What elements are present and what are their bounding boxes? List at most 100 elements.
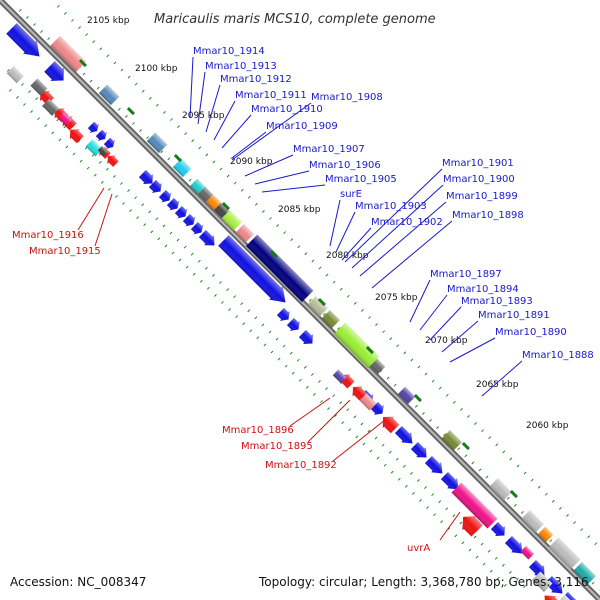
gene-forward	[440, 472, 459, 490]
gene-forward-shade	[174, 206, 188, 219]
gene-reverse	[58, 112, 72, 126]
gene-forward-shade	[190, 222, 204, 235]
leader-line	[231, 131, 267, 159]
gene-feature-shade	[538, 526, 554, 542]
gene-reverse-shade	[451, 482, 498, 529]
gene-label: Mmar10_1899	[446, 191, 518, 202]
gene-reverse	[107, 155, 119, 167]
leader-line	[429, 306, 462, 341]
gene-reverse	[6, 66, 24, 84]
kbp-tick	[461, 442, 470, 451]
gene-forward	[182, 214, 196, 227]
gene-label: Mmar10_1909	[266, 121, 338, 132]
gene-feature-shade	[235, 224, 254, 243]
gene-feature	[321, 310, 340, 329]
kbp-label: 2095 kbp	[182, 111, 225, 121]
gene-feature	[98, 84, 120, 106]
gene-reverse	[30, 78, 48, 96]
gene-forward	[218, 235, 286, 303]
kbp-tick	[173, 154, 182, 163]
kbp-tick	[221, 202, 230, 211]
gene-label: Mmar10_1906	[309, 160, 381, 171]
gene-feature-shade	[246, 234, 314, 302]
gene-feature	[521, 510, 544, 533]
gene-forward-shade	[286, 318, 300, 331]
gene-reverse	[382, 416, 400, 434]
gene-label: Mmar10_1891	[478, 310, 550, 321]
kbp-tick	[317, 298, 326, 307]
gene-forward-shade	[44, 61, 64, 81]
kbp-label: 2075 kbp	[375, 293, 418, 303]
gene-forward-shade	[490, 522, 505, 537]
gene-reverse	[42, 98, 60, 116]
gene-feature-shade	[198, 186, 214, 202]
gene-reverse-shade	[332, 369, 347, 384]
leader-line	[329, 199, 341, 247]
gene-reverse	[85, 139, 103, 157]
leader-line	[351, 184, 444, 269]
leader-line	[244, 154, 294, 177]
gene-forward-shade	[504, 536, 523, 554]
leader-line	[449, 337, 496, 363]
gene-feature	[246, 234, 314, 302]
gene-forward	[504, 536, 523, 554]
gene-label: Mmar10_1905	[325, 174, 397, 185]
leader-line	[261, 184, 326, 193]
gene-forward	[95, 129, 107, 141]
gene-forward-shade	[218, 235, 286, 303]
gene-reverse	[332, 369, 347, 384]
gene-reverse	[531, 571, 553, 593]
gene-forward	[298, 330, 313, 345]
gene-feature	[206, 194, 222, 210]
gene-feature	[307, 296, 328, 317]
gene-feature	[370, 358, 386, 374]
gene-forward-shade	[166, 198, 180, 211]
gene-reverse	[462, 516, 483, 537]
gene-reverse	[352, 386, 367, 401]
gene-feature-shade	[441, 430, 462, 451]
gene-feature	[489, 478, 512, 501]
gene-forward-shade	[6, 23, 40, 57]
gene-feature-shade	[548, 537, 581, 570]
kbp-tick	[78, 59, 87, 68]
gene-feature	[146, 132, 168, 154]
kbp-ticks	[78, 59, 518, 499]
gene-feature	[50, 35, 87, 72]
leader-line	[439, 511, 461, 541]
gene-forward-shade	[87, 121, 99, 133]
gene-feature-shade	[214, 202, 230, 218]
gene-feature-shade	[370, 358, 386, 374]
gene-label: Mmar10_1898	[452, 210, 524, 221]
gene-reverse	[359, 393, 377, 411]
gene-labels-reverse: Mmar10_1916 Mmar10_1915 Mmar10_1896 Mmar…	[12, 230, 430, 554]
kbp-tick	[126, 107, 135, 116]
gene-label: Mmar10_1910	[251, 104, 323, 115]
gene-forward-shade	[424, 456, 443, 474]
kbp-labels: 2105 kbp 2100 kbp 2095 kbp 2090 kbp 2085…	[87, 16, 569, 431]
gene-feature-shade	[190, 178, 206, 194]
leader-line	[213, 100, 236, 141]
kbp-label: 2060 kbp	[526, 421, 569, 431]
gene-label: Mmar10_1888	[522, 350, 594, 361]
leader-line	[419, 294, 448, 331]
gene-reverse-shade	[107, 155, 119, 167]
leader-line	[289, 397, 331, 427]
gene-forward-shade	[440, 472, 459, 490]
gene-reverse	[520, 545, 535, 560]
leader-line	[409, 279, 431, 323]
gene-reverse-shade	[40, 91, 55, 105]
gene-reverse-shade	[558, 594, 576, 600]
gene-label: Mmar10_1901	[442, 158, 514, 169]
gene-forward	[424, 456, 443, 474]
gene-reverse-shade	[69, 129, 84, 144]
gene-label: Mmar10_1892	[265, 460, 337, 471]
gene-reverse-shade	[352, 386, 367, 401]
gene-label: Mmar10_1894	[447, 284, 519, 295]
gene-forward	[410, 442, 427, 458]
topology-text: Topology: circular; Length: 3,368,780 bp…	[258, 575, 589, 589]
gene-label: Mmar10_1916	[12, 230, 84, 241]
kbp-label: 2085 kbp	[278, 205, 321, 215]
gene-forward-shade	[198, 230, 215, 246]
gene-feature-shade	[334, 322, 380, 368]
